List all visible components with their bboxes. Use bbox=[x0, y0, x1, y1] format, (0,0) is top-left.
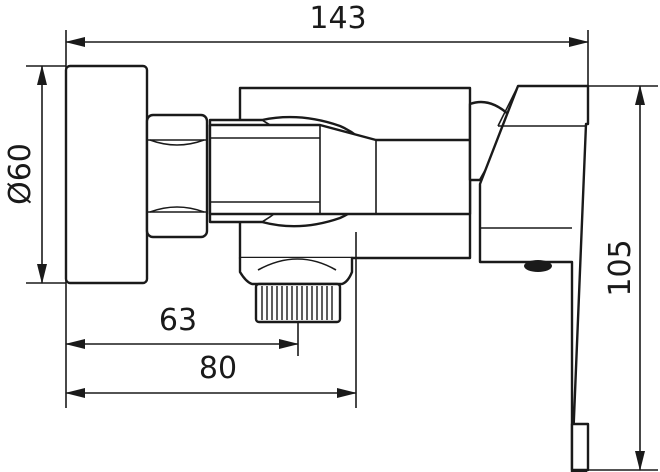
handle-screw bbox=[524, 260, 552, 272]
hex-body bbox=[208, 123, 472, 216]
label-overall-length: 143 bbox=[309, 1, 366, 36]
wall-flange bbox=[64, 64, 149, 285]
label-outlet-distance: 63 bbox=[159, 303, 197, 338]
label-inlet-distance: 80 bbox=[199, 351, 237, 386]
dimension-labels: 143 Ø60 105 63 80 bbox=[3, 1, 638, 386]
hex-nut bbox=[145, 113, 209, 239]
lever-handle-arm bbox=[478, 84, 590, 472]
lever-tip bbox=[570, 422, 590, 472]
label-diameter: Ø60 bbox=[3, 143, 38, 205]
dimension-lines bbox=[26, 30, 658, 471]
threaded-outlet bbox=[254, 282, 342, 324]
label-height: 105 bbox=[603, 239, 638, 296]
outlet-neck bbox=[238, 256, 354, 286]
faucet bbox=[64, 64, 590, 472]
